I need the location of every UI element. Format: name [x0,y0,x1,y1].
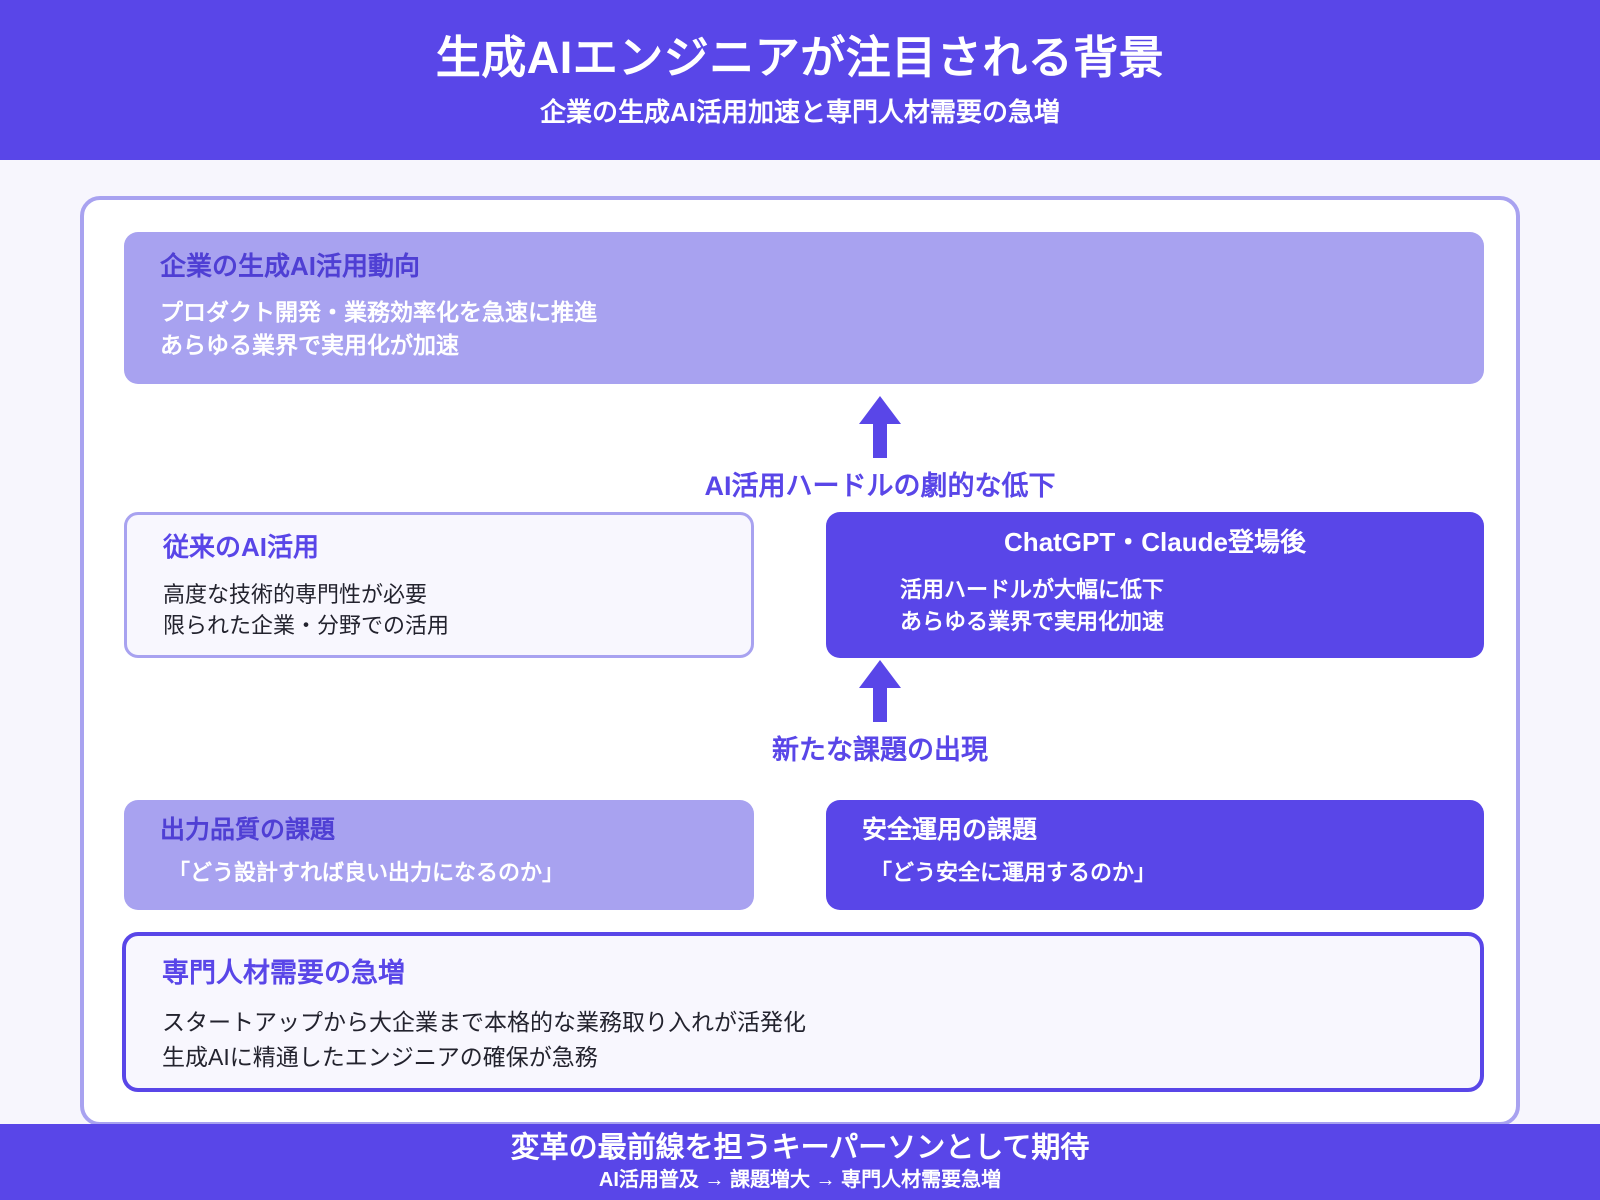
footer-title: 変革の最前線を担うキーパーソンとして期待 [510,1132,1090,1165]
page-subtitle: 企業の生成AI活用加速と専門人材需要の急増 [539,97,1060,128]
card-body-talent-demand-surge: スタートアップから大企業まで本格的な業務取り入れが活発化 生成AIに精通したエン… [162,1009,806,1070]
arrow-up-icon [859,660,901,722]
card-title-talent-demand-surge: 専門人材需要の急増 [162,958,405,988]
card-body-legacy-ai-usage: 高度な技術的専門性が必要 限られた企業・分野での活用 [163,581,450,639]
card-legacy-ai-usage: 従来のAI活用 高度な技術的専門性が必要 限られた企業・分野での活用 [124,512,754,658]
card-enterprise-ai-trend: 企業の生成AI活用動向 プロダクト開発・業務効率化を急速に推進 あらゆる業界で実… [124,232,1484,384]
card-body-output-quality-issue: 「どう設計すれば良い出力になるのか」 [168,859,565,885]
card-safe-operation-issue: 安全運用の課題 「どう安全に運用するのか」 [826,800,1484,910]
arrow-label-ai-hurdle-drop: AI活用ハードルの劇的な低下 [704,471,1056,501]
arrow-up-icon [859,396,901,458]
card-post-chatgpt-claude: ChatGPT・Claude登場後 活用ハードルが大幅に低下 あらゆる業界で実用… [826,512,1484,658]
card-body-enterprise-ai-trend: プロダクト開発・業務効率化を急速に推進 あらゆる業界で実用化が加速 [160,298,597,359]
card-title-legacy-ai-usage: 従来のAI活用 [163,532,320,562]
header-bar: 生成AIエンジニアが注目される背景 企業の生成AI活用加速と専門人材需要の急増 [0,0,1600,160]
arrow-new-issues: 新たな課題の出現 [772,660,988,767]
diagram-container: 企業の生成AI活用動向 プロダクト開発・業務効率化を急速に推進 あらゆる業界で実… [80,196,1520,1126]
card-body-safe-operation-issue: 「どう安全に運用するのか」 [870,859,1157,885]
footer-bar: 変革の最前線を担うキーパーソンとして期待 AI活用普及 → 課題増大 → 専門人… [0,1124,1600,1200]
card-talent-demand-surge: 専門人材需要の急増 スタートアップから大企業まで本格的な業務取り入れが活発化 生… [122,932,1484,1092]
card-title-post-chatgpt-claude: ChatGPT・Claude登場後 [1004,527,1306,557]
arrow-label-new-issues: 新たな課題の出現 [772,735,988,765]
footer-flow-text: AI活用普及 → 課題増大 → 専門人材需要急増 [598,1168,1002,1191]
page-title: 生成AIエンジニアが注目される背景 [435,31,1165,83]
card-title-enterprise-ai-trend: 企業の生成AI活用動向 [160,251,421,281]
card-title-output-quality-issue: 出力品質の課題 [160,816,336,844]
arrow-ai-hurdle-drop: AI活用ハードルの劇的な低下 [705,396,1056,503]
card-output-quality-issue: 出力品質の課題 「どう設計すれば良い出力になるのか」 [124,800,754,910]
card-body-post-chatgpt-claude: 活用ハードルが大幅に低下 あらゆる業界で実用化加速 [900,576,1165,634]
card-title-safe-operation-issue: 安全運用の課題 [862,816,1038,844]
